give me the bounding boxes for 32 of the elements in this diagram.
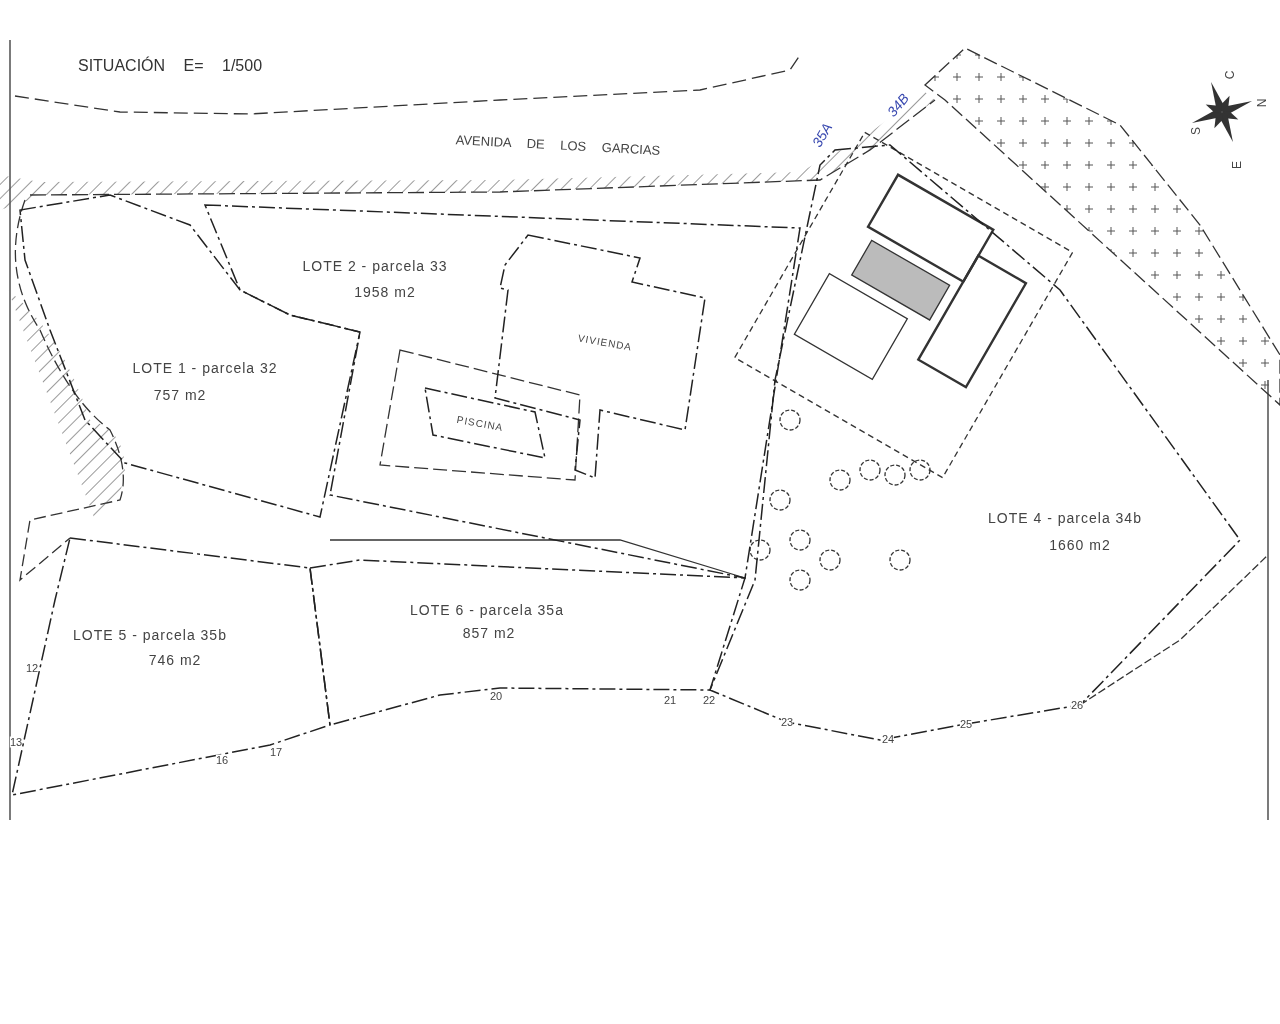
area-label: 857 m2 [462,626,516,640]
point-number: 17 [269,746,283,758]
point-number: 20 [489,690,503,702]
point-number: 21 [663,694,677,706]
compass-letter: S [1190,127,1202,135]
lot-area [12,538,330,795]
lot-area [310,560,745,725]
point-number: 26 [1070,699,1084,711]
point-number: 12 [25,662,39,674]
area-label: 757 m2 [153,388,207,402]
lot-label: LOTE 1 - parcela 32 [132,361,278,375]
pool-outline [425,388,545,458]
lot-label: LOTE 4 - parcela 34b [988,511,1142,525]
point-number: 24 [881,733,895,745]
point-number: 25 [959,718,973,730]
area-label: 746 m2 [148,653,202,667]
lot-label: LOTE 2 - parcela 33 [302,259,448,273]
point-number: 13 [9,736,23,748]
compass-letter: E [1231,161,1243,169]
building-label: PISCINA [456,415,504,433]
lot-label: LOTE 5 - parcela 35b [73,628,227,642]
point-number: 22 [702,694,716,706]
lot-area [205,205,800,578]
plan-title: SITUACIÓN E= 1/500 [77,58,263,74]
point-number: 23 [780,716,794,728]
compass-letter: C [1224,70,1236,80]
point-number: 16 [215,754,229,766]
area-label: 1660 m2 [1049,538,1111,552]
area-label: 1958 m2 [354,285,416,299]
lot-label: LOTE 6 - parcela 35a [410,603,564,617]
building-label: VIVIENDA [577,333,633,353]
compass-letter: N [1256,98,1268,108]
